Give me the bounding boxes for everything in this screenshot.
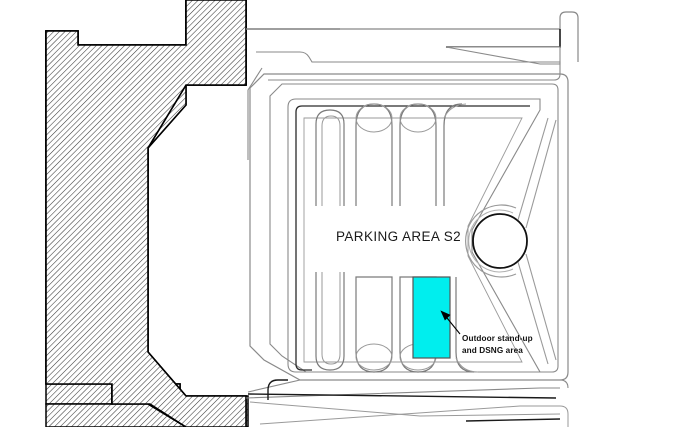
lower-canopy-blade-dark [247, 393, 557, 399]
canopy-wing-upper [256, 51, 561, 81]
parking-bays-lower [315, 272, 479, 373]
parking-bays-upper [315, 103, 467, 206]
parking-area-label: PARKING AREA S2 [336, 229, 461, 244]
bay-upper-2 [355, 103, 393, 206]
bay-lower-2 [355, 276, 393, 373]
bay-lower-4-head [455, 357, 479, 373]
canopy-outer-edge [246, 11, 579, 62]
enclosure-inner-dark [287, 98, 541, 373]
rotunda-group [465, 117, 557, 365]
bay-lower-1-inner [321, 272, 341, 365]
annotation-label-line2: and DSNG area [462, 346, 523, 355]
rotunda-mid-arc [468, 209, 514, 273]
bay-lower-1 [315, 272, 345, 371]
rotunda-outer-arc [465, 204, 517, 278]
enclosure-outlines [249, 73, 569, 381]
lower-canopy-second [259, 405, 569, 427]
enclosure-court-dark-outline [295, 105, 530, 113]
annotation-leader-group [440, 310, 461, 335]
lower-canopy-wing [247, 379, 569, 393]
bay-upper-2-head [355, 103, 393, 133]
lower-canopy-dark-seg [465, 418, 561, 422]
rotunda-spoke-lower [517, 261, 549, 365]
rotunda-circle [472, 213, 528, 269]
rotunda-spoke-upper [517, 117, 549, 221]
upper-canopy-group [246, 11, 579, 160]
bay-upper-3 [399, 103, 437, 206]
lower-left-bracket [267, 379, 288, 400]
rotunda-spoke-lower-b [525, 253, 557, 361]
bay-upper-1-inner [321, 115, 341, 206]
canopy-blade-dark [446, 29, 561, 48]
bay-upper-4-head [443, 103, 467, 119]
lower-canopy-group [245, 379, 569, 427]
bay-upper-3-head [399, 103, 437, 133]
outdoor-standup-dsng-area[interactable] [412, 276, 451, 359]
enclosure-mid [269, 83, 559, 373]
bay-lower-2-head [355, 343, 393, 371]
enclosure-inner-thin [303, 117, 523, 363]
enclosure-court-left-dark [295, 112, 312, 371]
bay-upper-1 [315, 109, 345, 206]
rotunda-spoke-upper-b [525, 119, 557, 229]
lower-canopy-taper [249, 401, 561, 417]
hatched-wall-final [45, 0, 247, 427]
bay-lower-4 [455, 277, 475, 373]
annotation-label-line1: Outdoor stand-up [462, 334, 533, 343]
canopy-wing-sweep [247, 67, 263, 160]
leader-arrowhead [440, 310, 451, 321]
bay-upper-4 [443, 103, 463, 206]
